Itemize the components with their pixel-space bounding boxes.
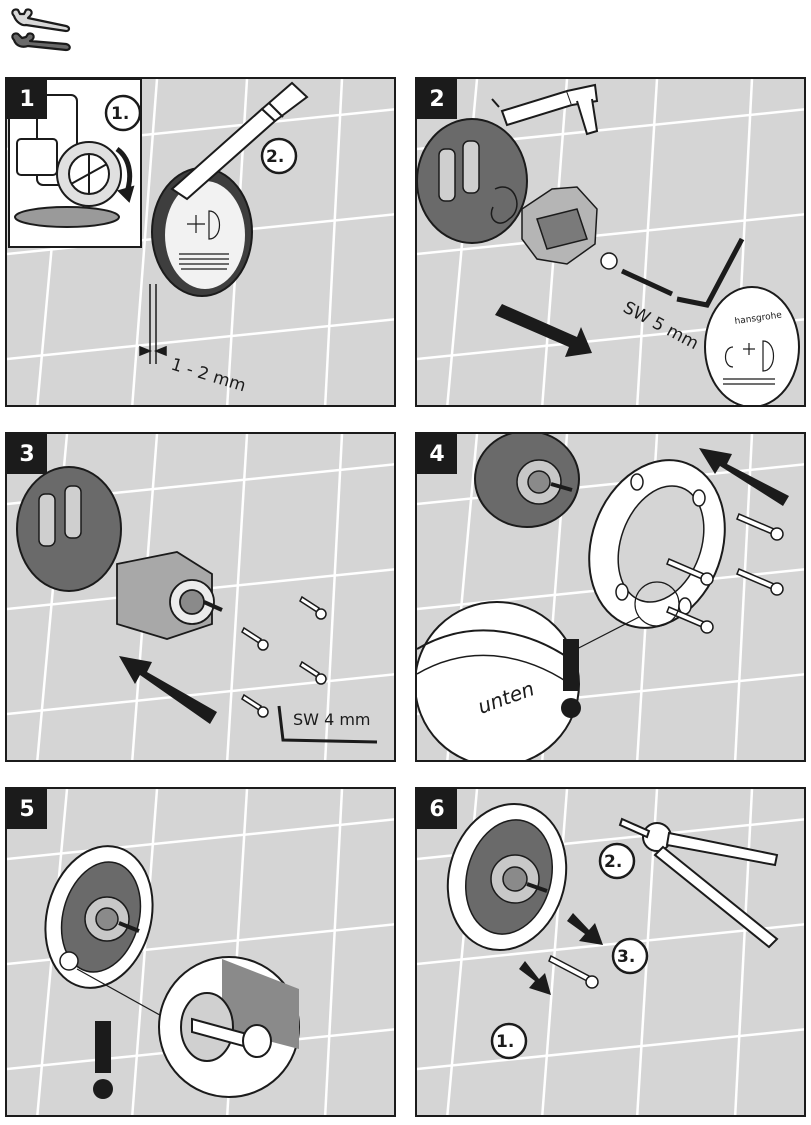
warning-icon <box>563 639 579 691</box>
step-6-callout-2: 2. <box>604 852 622 872</box>
step-number: 2 <box>417 79 457 119</box>
step-number: 4 <box>417 434 457 474</box>
direction-arrow-in <box>567 913 603 945</box>
step-2-illustration: SW 5 mm hansgrohe <box>417 79 804 405</box>
screwdriver <box>170 81 309 201</box>
step-6-callout-3: 3. <box>617 947 635 967</box>
valve-body <box>84 896 140 942</box>
direction-arrow <box>495 304 592 357</box>
step-1-callout-2: 2. <box>266 147 284 167</box>
step-6-illustration: 2. 3. 1. <box>417 789 804 1115</box>
fixing-screws <box>241 595 327 718</box>
step-1-illustration: 1. 2. 1 - 2 mm <box>7 79 394 405</box>
valve-body <box>116 551 223 640</box>
caulk-gun <box>491 83 599 136</box>
hex-key <box>676 237 745 308</box>
step-number: 3 <box>7 434 47 474</box>
tools-icon <box>11 8 71 52</box>
step-number: 1 <box>7 79 47 119</box>
step-3-panel: SW 4 mm 3 <box>5 432 396 762</box>
step-6-panel: 2. 3. 1. 6 <box>415 787 806 1117</box>
step-2-panel: SW 5 mm hansgrohe 2 <box>415 77 806 407</box>
detail-magnifier <box>417 601 580 760</box>
step-6-callout-1: 1. <box>496 1032 514 1052</box>
gap-measurement: 1 - 2 mm <box>169 355 249 397</box>
step-number: 5 <box>7 789 47 829</box>
wrench-size-label: SW 4 mm <box>293 710 371 729</box>
direction-arrow <box>699 448 789 506</box>
step-4-illustration: unten <box>417 434 804 760</box>
step-number: 6 <box>417 789 457 829</box>
valve-body <box>490 854 548 904</box>
step-1-callout-1: 1. <box>111 104 129 124</box>
step-3-illustration: SW 4 mm <box>7 434 394 760</box>
direction-arrow-out <box>519 961 551 995</box>
step-4-panel: unten 4 <box>415 432 806 762</box>
wrench-size-label: SW 5 mm <box>620 298 702 354</box>
direction-arrow <box>119 656 217 724</box>
step-1-panel: 1. 2. 1 - 2 mm 1 <box>5 77 396 407</box>
flange-screws <box>666 513 784 634</box>
step-5-illustration <box>7 789 394 1115</box>
step-5-panel: 5 <box>5 787 396 1117</box>
pliers <box>618 817 779 949</box>
cover-plate <box>704 286 800 405</box>
hex-key <box>277 705 378 744</box>
mounting-flange <box>521 186 598 265</box>
cover-screw <box>548 954 599 989</box>
warning-icon <box>95 1021 111 1073</box>
